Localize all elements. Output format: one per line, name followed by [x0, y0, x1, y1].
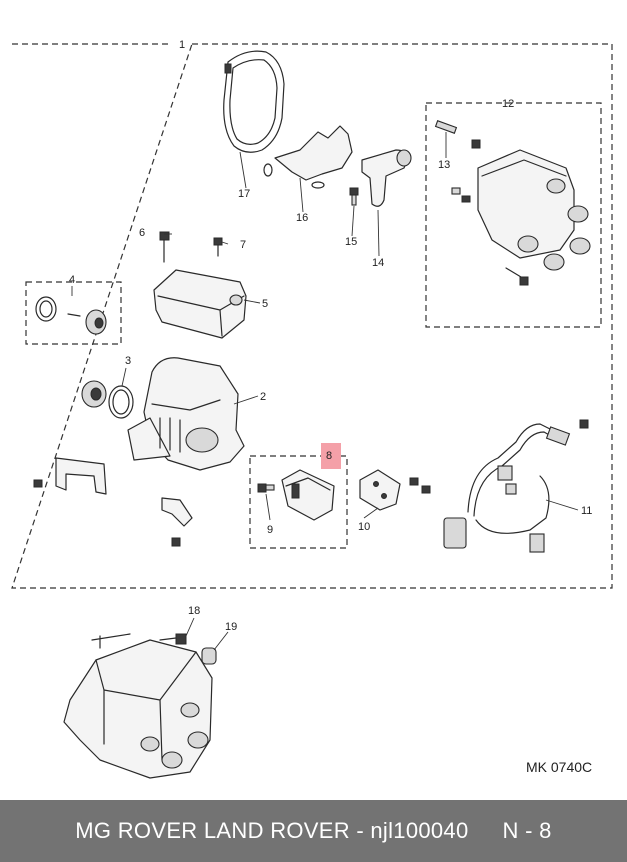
callout-10: 10 [358, 521, 370, 533]
callout-13: 13 [438, 159, 450, 171]
callout-12: 12 [502, 98, 514, 110]
part-bracket-left [33, 457, 193, 547]
callout-15: 15 [345, 236, 357, 248]
assembly-boundary [11, 43, 613, 589]
callout-19: 19 [225, 621, 237, 633]
part-12-cap [477, 149, 591, 286]
callout-11: 11 [581, 505, 592, 517]
callout-16: 16 [296, 212, 308, 224]
exploded-parts-diagram: 1 2 3 4 5 6 7 8 9 10 11 12 13 14 15 16 1… [11, 39, 613, 779]
callout-18: 18 [188, 605, 200, 617]
diagram-code: MK 0740C [526, 759, 592, 775]
part-4-seal [35, 296, 107, 335]
part-8-module [281, 469, 335, 521]
group-box-8 [249, 455, 348, 549]
leader-lines [71, 132, 579, 651]
part-18-19-detail [63, 633, 217, 779]
part-16-plate [263, 125, 353, 189]
callout-6: 6 [139, 227, 145, 239]
part-9-screw [257, 483, 275, 493]
callout-1: 1 [179, 39, 185, 51]
part-3-oring [81, 380, 134, 419]
callout-7: 7 [240, 239, 246, 251]
callout-8: 8 [326, 450, 332, 462]
callout-5: 5 [262, 298, 268, 310]
callout-3: 3 [125, 355, 131, 367]
footer-page-ref: N - 8 [502, 818, 552, 843]
callout-14: 14 [372, 257, 384, 269]
callout-9: 9 [267, 524, 273, 536]
group-box-4 [25, 281, 122, 345]
part-15-screw [349, 187, 359, 206]
part-10-bracket [359, 469, 431, 511]
part-5-coil [153, 269, 247, 339]
footer-bar: MG ROVER LAND ROVER - njl100040 N - 8 [0, 800, 627, 862]
callout-4: 4 [69, 274, 75, 286]
callout-2: 2 [260, 391, 266, 403]
part-13-brush [434, 120, 481, 203]
part-17-gasket [223, 50, 285, 153]
part-6-bolt [159, 231, 170, 263]
part-11-harness [443, 419, 589, 553]
part-14-rotor [361, 149, 412, 207]
part-7-screw [213, 237, 223, 257]
group-box-12 [425, 102, 602, 328]
callout-8-highlight [321, 443, 341, 469]
footer-part-text: MG ROVER LAND ROVER - njl100040 [75, 818, 469, 843]
part-2-housing [127, 357, 245, 471]
callout-17: 17 [238, 188, 250, 200]
